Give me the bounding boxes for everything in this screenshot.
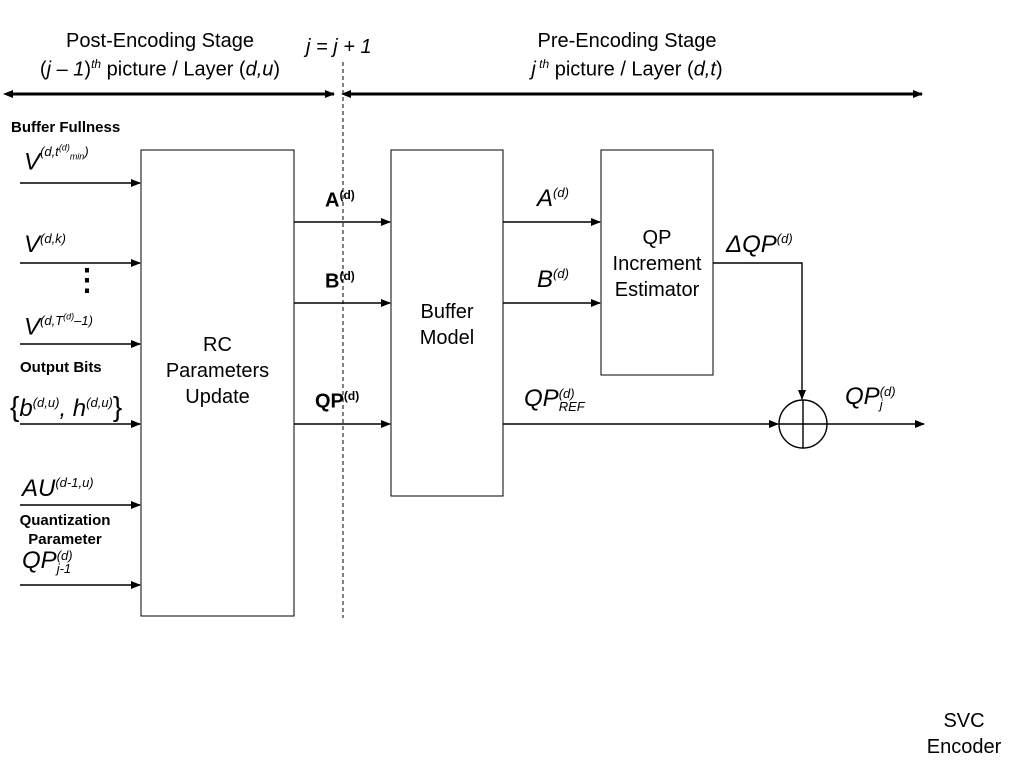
qp-prev-sup: (d) [56,547,73,563]
post-sub-text: picture / Layer ( [101,58,246,81]
v1-sup: (d,t [40,144,59,160]
dqp-base: ΔQP [726,231,777,258]
qp-bold-sup: (d) [343,389,360,403]
qp-ref-sup: (d) [558,385,575,401]
v3-sup2: (d) [63,312,75,322]
post-sub-paren-open: ( [39,58,47,81]
signal-delta-qp: ΔQP(d) [726,231,793,258]
v3-base: V [24,313,41,341]
au-base: AU [22,475,56,502]
bits-h: h [72,395,87,422]
b-bold-sup: (d) [339,269,355,283]
rc-block [140,149,295,617]
input-au: AU(d-1,u) [22,475,94,502]
post-sub-vars: d,u [245,58,274,81]
pre-sub-end: ) [715,58,723,81]
output-bits-label: Output Bits [20,359,102,376]
buffer-fullness-label: Buffer Fullness [11,119,121,136]
qp-estimator-block [600,149,714,376]
qp-ref-sub: REF [558,398,585,414]
a-bold-base: A [325,189,340,212]
v3-sup: (d,T [40,313,64,329]
post-stage-subtitle: (j – 1)th picture / Layer (d,u) [10,57,310,81]
quantization-label: Quantization Parameter [19,512,111,548]
v1-sub2: min [69,151,85,162]
input-qp-prev: QP(d)j-1 [22,547,73,576]
v1-base: V [24,148,41,176]
v2-sup: (d,k) [40,231,67,246]
v1-sup-end: ) [84,144,89,160]
post-sub-th: th [91,57,102,71]
input-output-bits: {b(d,u), h(d,u)} [10,391,123,423]
qp-estimator-label: QP Increment Estimator [612,227,702,301]
a-it-sup: (d) [553,185,569,200]
buffer-model-block [390,149,504,497]
signal-qp-out: QP(d)j [845,383,896,412]
input-v-k: V(d,k) [24,231,67,258]
pre-sub-j: j [531,58,536,81]
pre-stage-title: Pre-Encoding Stage [537,30,717,52]
post-sub-paren-close: ) [84,58,92,81]
bits-brace-open: { [10,391,20,422]
post-stage-title: Post-Encoding Stage [66,30,254,52]
bits-brace-close: } [112,391,123,422]
signal-a-italic: A(d) [537,185,569,212]
signal-a-bold: A(d) [325,188,355,212]
pre-stage-subtitle: j th picture / Layer (d,t) [470,57,784,81]
qp-prev-base: QP [22,547,57,574]
au-sup: (d-1,u) [55,475,94,490]
post-sub-j: j – 1 [46,58,85,81]
svc-line2: Encoder [926,736,1002,758]
v2-base: V [24,231,41,258]
b-bold-base: B [325,270,340,293]
svc-line1: SVC [943,710,985,732]
qp-out-base: QP [845,383,880,410]
a-bold-sup: (d) [339,188,355,202]
input-v-T: V(d,T(d)–1) [24,312,93,341]
increment-label: j = j + 1 [306,36,372,58]
post-sub-end: ) [273,58,281,81]
arrow-delta-qp [713,262,806,400]
b-it-sup: (d) [553,266,569,281]
input-v-min: V(d,t(d)min) [24,143,89,176]
pre-sub-vars: d,t [693,58,716,81]
pre-sub-text: picture / Layer ( [549,58,694,81]
qp-out-sub: j [879,396,883,412]
pre-sub-th: th [535,57,550,71]
buffer-model-label: Buffer Model [419,301,475,349]
svc-encoder-label: SVC Encoder [916,708,1012,760]
signal-qp-ref: QP(d)REF [524,385,585,414]
a-it-base: A [537,185,554,212]
bits-b: b [19,395,33,422]
v1-sup2: (d) [58,143,70,153]
signal-b-bold: B(d) [325,269,355,293]
qp-ref-base: QP [524,385,559,412]
qp-prev-sub: j-1 [56,560,72,576]
v3-sup-end: –1) [74,313,93,329]
ellipsis-dots: ⋮ [72,264,102,297]
signal-b-italic: B(d) [537,266,569,293]
b-it-base: B [537,266,554,293]
signal-qp-bold: QP(d) [315,389,360,413]
dqp-sup: (d) [776,231,793,246]
bits-b-sup: (d,u) [32,395,60,410]
bits-comma: , [59,395,73,422]
bits-h-sup: (d,u) [86,395,113,410]
rc-block-label: RC Parameters Update [165,334,270,408]
qp-out-sup: (d) [879,383,896,399]
qp-bold-base: QP [315,390,344,413]
